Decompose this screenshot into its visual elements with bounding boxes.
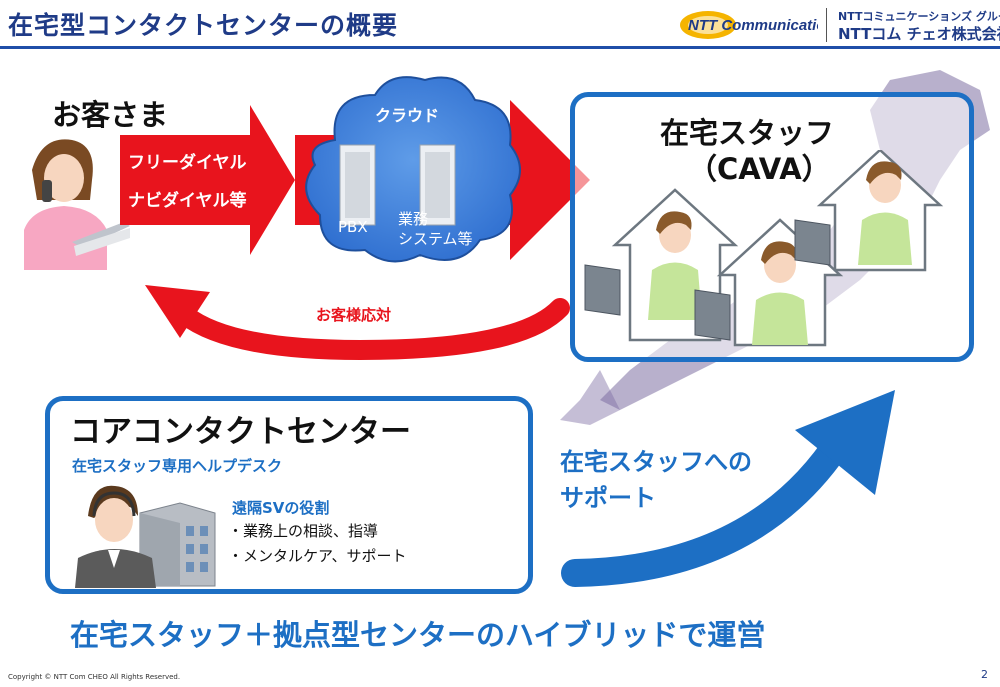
logo-text: NTT Communications <box>688 17 818 34</box>
copyright-notice: Copyright © NTT Com CHEO All Rights Rese… <box>8 673 181 681</box>
staff-member-3 <box>858 161 912 265</box>
pbx-label: PBX <box>338 218 368 236</box>
title-underline <box>0 46 1000 49</box>
logo-separator <box>826 8 827 42</box>
customer-response-arrow <box>145 285 570 360</box>
page-title: 在宅型コンタクトセンターの概要 <box>8 11 399 40</box>
channel-navidial-label: ナビダイヤル等 <box>128 191 247 211</box>
monitor-icon <box>584 264 621 316</box>
cloud-label: クラウド <box>375 106 440 125</box>
summary-statement: 在宅スタッフ＋拠点型センターのハイブリッドで運営 <box>70 618 766 652</box>
customer-on-phone-illustration <box>24 139 130 270</box>
home-staff-illustration <box>584 150 944 347</box>
sv-role-bullet: ・メンタルケア、サポート <box>228 547 407 565</box>
brand-group-name: NTTコミュニケーションズ グループ <box>838 10 1000 23</box>
business-system-server-icon <box>419 144 456 226</box>
remote-sv-role-title: 遠隔SVの役割 <box>232 499 330 517</box>
core-center-title: コアコンタクトセンター <box>70 414 411 450</box>
brand-company-name: NTTコム チェオ株式会社 <box>838 25 1000 43</box>
staff-member-2 <box>752 241 808 345</box>
phone-icon <box>42 180 52 202</box>
supervisor-with-headset-illustration <box>75 485 156 588</box>
sv-role-bullet: ・業務上の相談、指導 <box>228 522 379 540</box>
headset-icon <box>92 491 136 517</box>
home-staff-subtitle: （CAVA） <box>688 152 831 186</box>
page-number: 2 <box>981 668 988 681</box>
customer-title: お客さま <box>52 98 169 132</box>
channel-freedial-label: フリーダイヤル <box>128 153 247 173</box>
support-label-line1: 在宅スタッフへの <box>560 448 752 476</box>
business-system-label-line2: システム等 <box>398 230 473 248</box>
support-arrow <box>561 390 895 587</box>
customer-response-label: お客様応対 <box>316 306 392 324</box>
pbx-server-icon <box>339 144 376 226</box>
monitor-icon <box>694 289 731 341</box>
cloud-icon <box>305 76 521 263</box>
ntt-communications-logo: NTT Communications <box>680 11 818 39</box>
support-label-line2: サポート <box>560 484 656 512</box>
business-system-label-line1: 業務 <box>398 210 429 228</box>
home-staff-title: 在宅スタッフ <box>660 116 835 150</box>
monitor-icon <box>794 219 831 266</box>
staff-member-1 <box>648 211 702 320</box>
core-center-subtitle: 在宅スタッフ専用ヘルプデスク <box>72 457 283 475</box>
